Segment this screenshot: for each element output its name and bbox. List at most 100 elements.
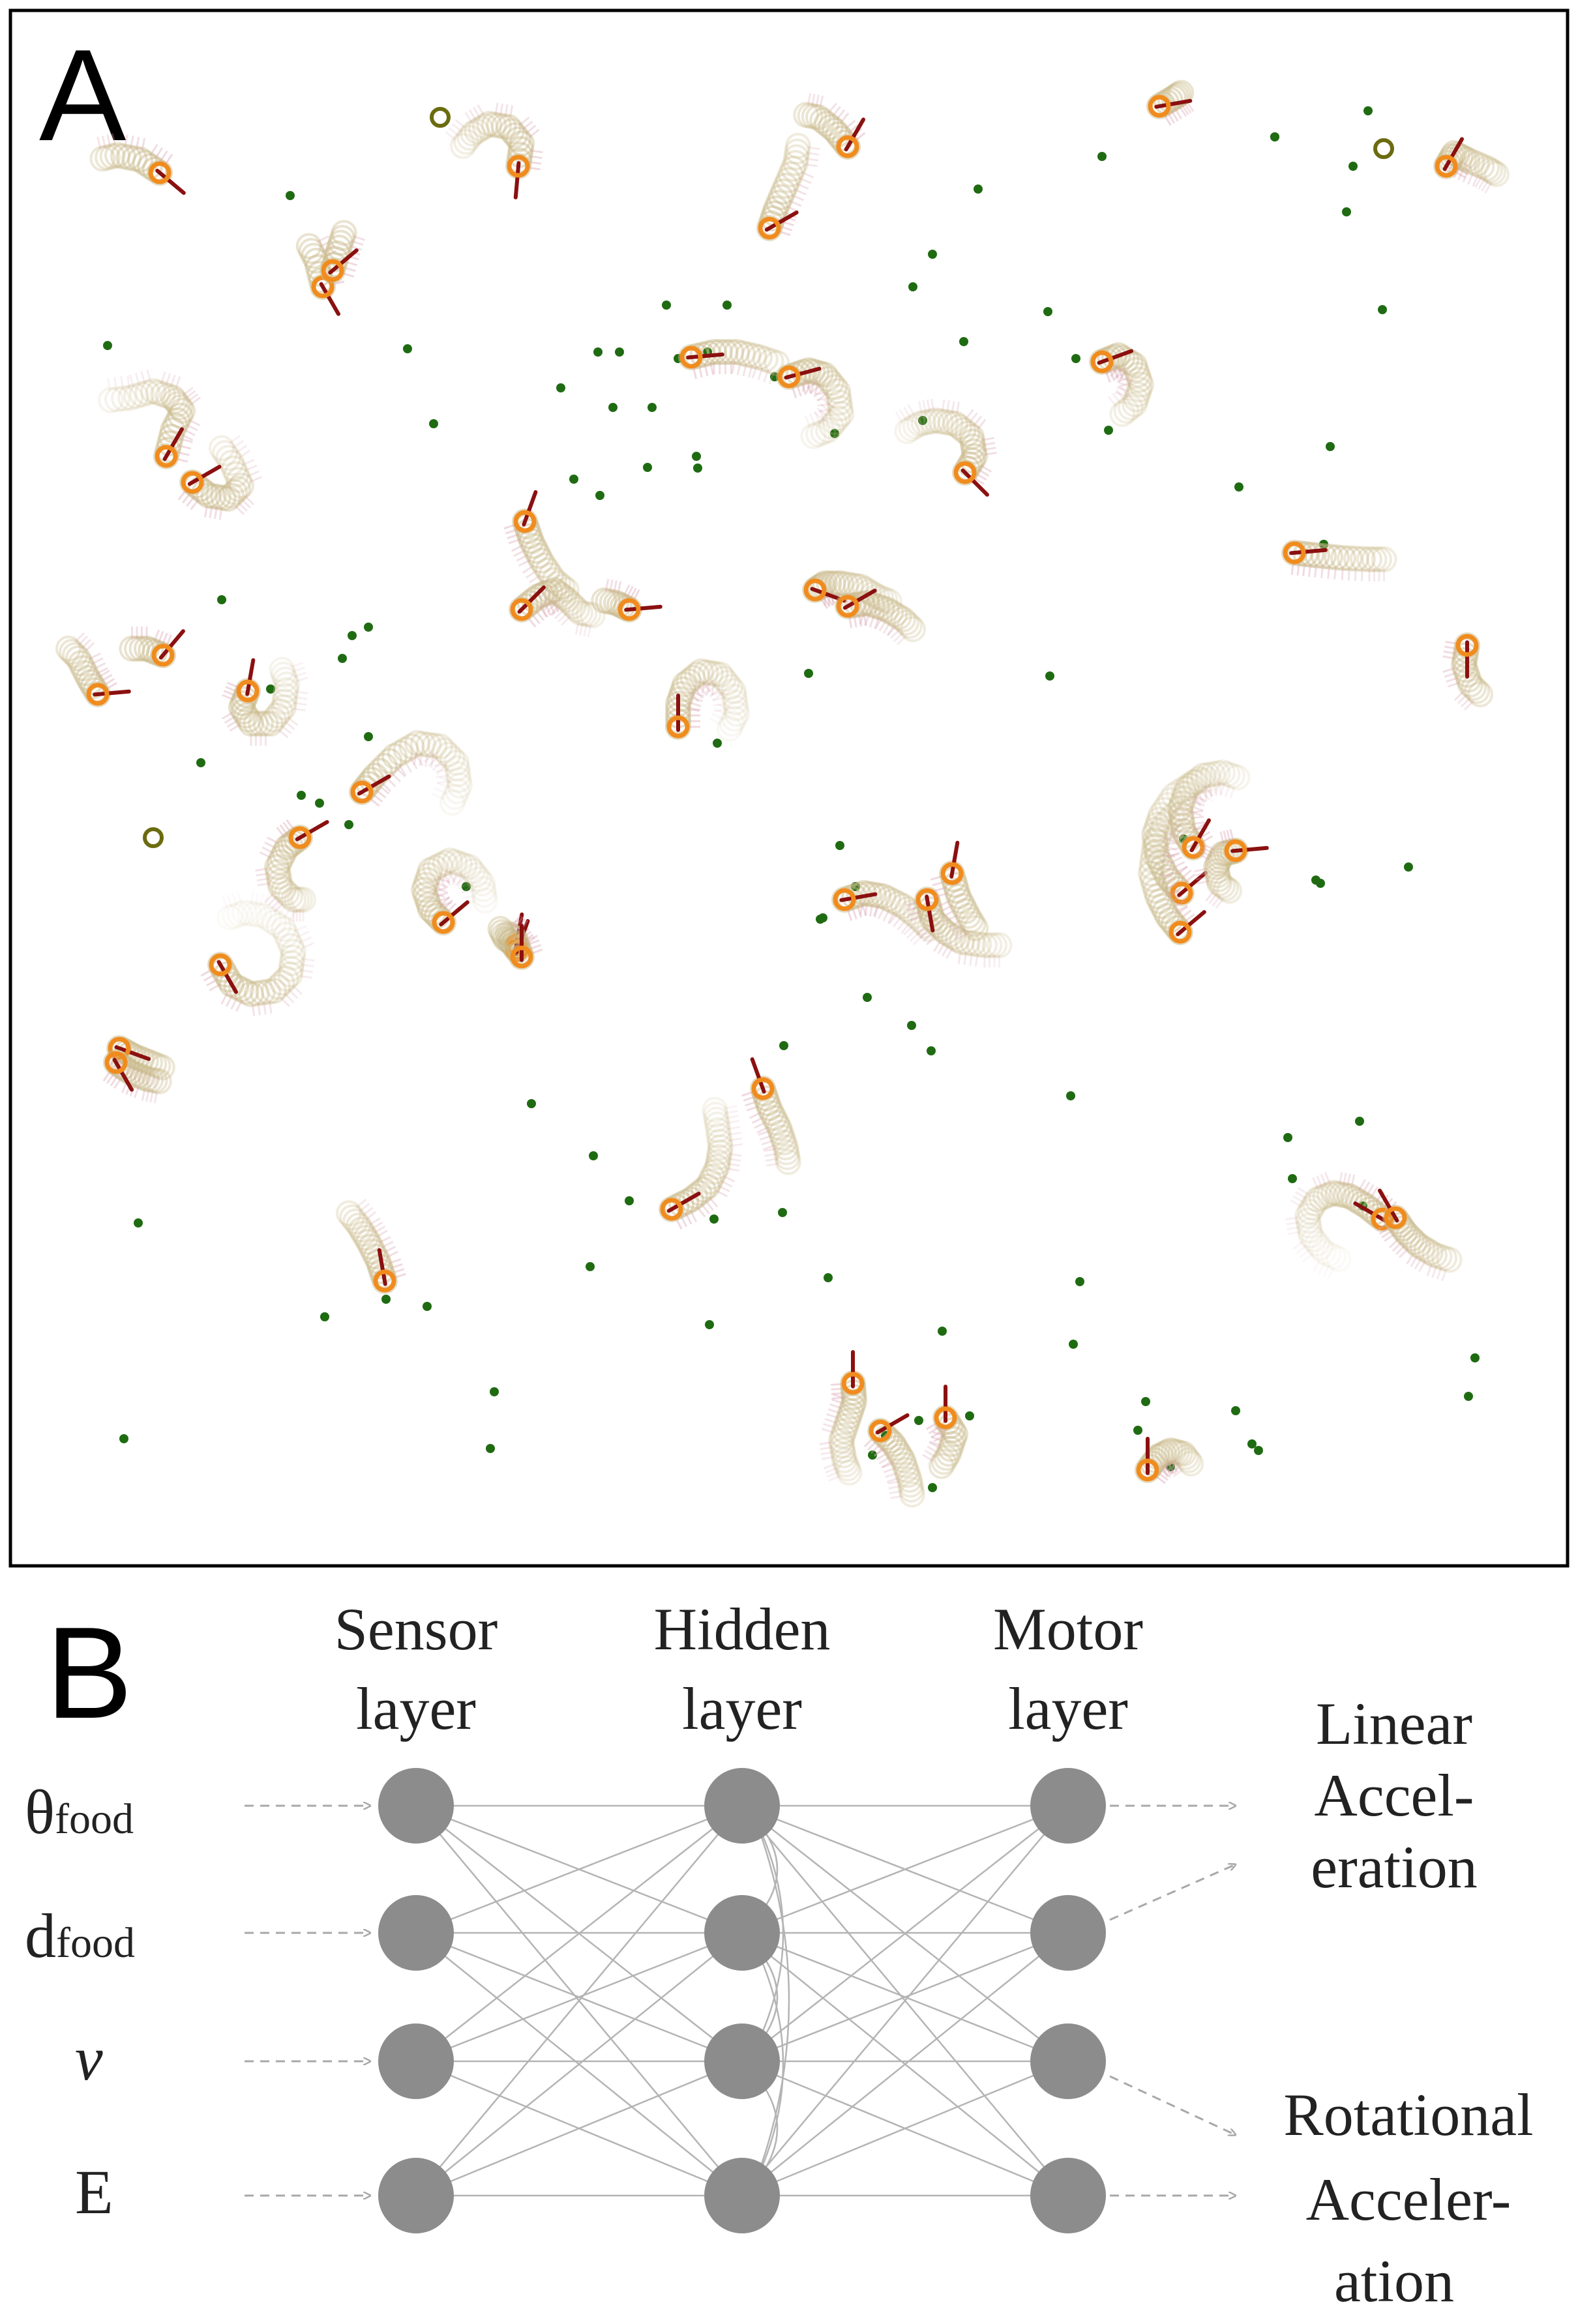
agent-trail-bead — [1172, 1444, 1199, 1470]
agent-heading — [624, 604, 662, 612]
agent-sensor-trace — [141, 1070, 148, 1084]
agent-head — [916, 888, 939, 911]
food-pellet — [927, 1046, 936, 1055]
agent-sensor-trace — [218, 507, 223, 520]
agent — [659, 1096, 743, 1230]
agent-trail-bead — [1468, 153, 1495, 179]
agent-trail-bead — [1139, 854, 1165, 880]
agent — [1167, 759, 1251, 860]
agent-trail-bead — [274, 880, 300, 906]
agent-sensor-trace — [1188, 810, 1202, 817]
agent-trail-bead — [278, 956, 305, 982]
agent-sensor-trace — [230, 997, 239, 1010]
agent-trail-bead — [802, 577, 828, 603]
agent-trail-bead — [353, 1224, 380, 1251]
agent-sensor-trace — [1189, 810, 1204, 814]
agent-sensor-trace — [512, 920, 520, 934]
agent-sensor-trace — [186, 393, 199, 403]
agent-sensor-trace — [1164, 831, 1178, 838]
food-pellet — [868, 1450, 877, 1460]
agent-sensor-trace — [976, 419, 987, 431]
agent-sensor-trace — [1162, 854, 1176, 858]
agent-trail-bead — [117, 385, 143, 411]
agent-trail-bead — [810, 419, 837, 445]
agent-sensor-trace — [461, 889, 475, 894]
agent-trail-bead — [773, 1139, 800, 1166]
agent-trail-bead — [1123, 386, 1150, 413]
agent-trail-bead — [1123, 357, 1150, 383]
agent-trail-bead — [412, 872, 439, 898]
agent-trail-bead — [554, 587, 580, 613]
agent-sensor-trace — [1172, 860, 1185, 869]
agent-sensor-trace — [224, 715, 237, 724]
agent-sensor-trace — [696, 680, 701, 694]
agent-trail-bead — [1464, 151, 1490, 177]
agent-trail-bead — [946, 414, 973, 440]
agent-trail-bead — [682, 1183, 709, 1209]
agent-sensor-trace — [494, 102, 499, 116]
agent-sensor-trace — [1457, 168, 1465, 181]
agent-sensor-trace — [725, 1115, 739, 1119]
agent-trail-bead — [502, 122, 528, 149]
agent-trail-bead — [939, 860, 965, 887]
agent-trail-bead — [119, 636, 145, 662]
agent-trail-bead — [447, 851, 473, 877]
agent-trail-bead — [414, 867, 440, 893]
agent-sensor-trace — [903, 406, 912, 419]
agent-trail-bead — [829, 1432, 856, 1459]
agent — [222, 656, 308, 746]
agent-trail-bead — [216, 904, 243, 931]
agent-sensor-trace — [552, 599, 559, 613]
agent-sensor-trace — [823, 1462, 837, 1469]
agent-trail-bead — [409, 731, 436, 758]
agent-trail-bead — [1213, 840, 1239, 866]
agent-trail-bead — [1203, 854, 1229, 880]
agent-sensor-trace — [796, 383, 802, 397]
agent-trail-bead — [1154, 903, 1180, 929]
agent-sensor-trace — [514, 916, 524, 929]
hidden-layer-title-line1: Hidden — [654, 1596, 831, 1662]
agent-trail-bead — [271, 877, 297, 903]
agent-sensor-trace — [764, 1147, 777, 1153]
agent-trail-bead — [902, 413, 929, 439]
agent-trail-bead — [1477, 157, 1503, 183]
agent-sensor-trace — [826, 1471, 840, 1478]
agent-sensor-trace — [1444, 645, 1458, 650]
agent-trail-bead — [1169, 790, 1195, 817]
agent-trail-bead — [141, 1051, 168, 1078]
agent-trail-bead — [940, 924, 967, 950]
agent-sensor-trace — [140, 371, 146, 385]
agent-trail-bead — [1480, 159, 1506, 185]
agent-trail-bead — [529, 581, 556, 608]
agent-trail-bead — [147, 160, 173, 186]
agent-sensor-trace — [276, 827, 286, 838]
agent-sensor-trace — [709, 717, 722, 726]
agent-trail-bead — [829, 1437, 856, 1464]
agent-trail-bead — [1167, 1439, 1193, 1466]
agent-sensor-trace — [511, 544, 524, 552]
agent-sensor-trace — [507, 533, 520, 540]
agent-trail-bead — [1180, 834, 1206, 860]
agent-sensor-trace — [887, 624, 895, 637]
agent-head — [1384, 1206, 1407, 1229]
food-pellet — [918, 416, 927, 425]
agent-sensor-trace — [264, 841, 277, 849]
agent-sensor-trace — [819, 1441, 833, 1446]
agent-sensor-trace — [933, 886, 947, 892]
agent-sensor-trace — [288, 988, 299, 999]
agent-sensor-trace — [374, 789, 387, 799]
agent-sensor-trace — [825, 1467, 839, 1474]
agent-sensor-trace — [756, 1126, 769, 1134]
agent-head — [803, 578, 827, 602]
food-pellet — [1069, 1340, 1078, 1349]
agent-sensor-trace — [876, 608, 883, 621]
agent-sensor-trace — [1478, 177, 1487, 190]
agent-sensor-trace — [907, 404, 916, 417]
agent-sensor-trace — [1317, 1261, 1326, 1274]
agent-trail-bead — [886, 604, 912, 630]
agent-sensor-trace — [464, 111, 473, 124]
agent-sensor-trace — [83, 641, 95, 653]
agent-sensor-trace — [704, 1199, 714, 1211]
agent-trail-bead — [702, 1102, 729, 1128]
